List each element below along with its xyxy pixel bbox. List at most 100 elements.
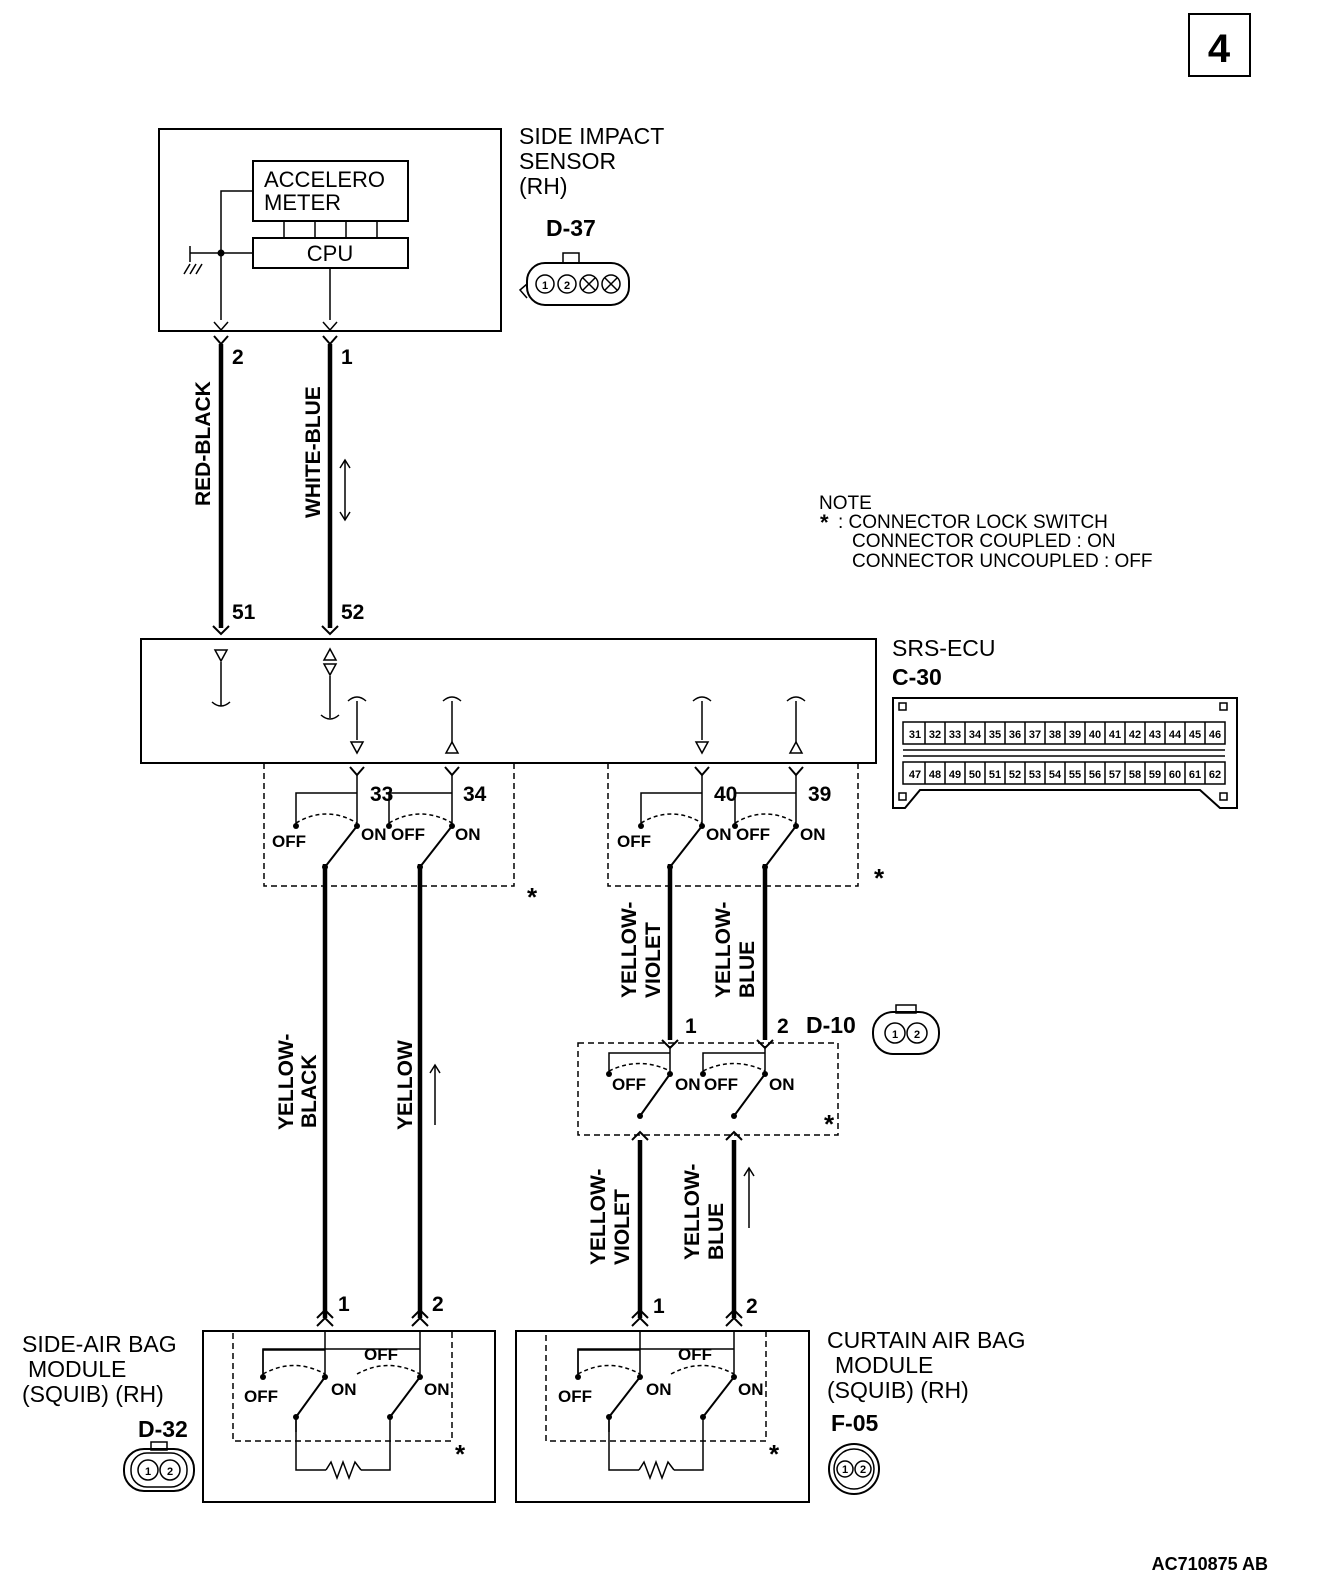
c30-pin-cell: 54 bbox=[1049, 769, 1062, 781]
downstream-wires bbox=[316, 864, 774, 1327]
switch-off-label: OFF bbox=[678, 1345, 712, 1364]
lock-switch-33-34 bbox=[263, 762, 515, 887]
c30-pin-cell: 47 bbox=[909, 769, 921, 781]
sensor-connector-id: D-37 bbox=[546, 215, 596, 241]
c30-pin-cell: 33 bbox=[949, 729, 961, 741]
curtain-module-name-3: (SQUIB) (RH) bbox=[827, 1377, 969, 1403]
switch-on-label: ON bbox=[331, 1380, 357, 1399]
cpu-label: CPU bbox=[307, 241, 353, 266]
f05-pin-2: 2 bbox=[860, 1464, 866, 1476]
d37-pin-1: 1 bbox=[542, 280, 548, 292]
curtain-module-star: * bbox=[769, 1439, 780, 1469]
side-module-name-3: (SQUIB) (RH) bbox=[22, 1381, 164, 1407]
c30-pin-cell: 36 bbox=[1009, 729, 1021, 741]
c30-pin-cell: 39 bbox=[1069, 729, 1081, 741]
d10-pin-1: 1 bbox=[685, 1015, 697, 1038]
c30-pin-cell: 37 bbox=[1029, 729, 1041, 741]
wire-label-yellow-violet-3: YELLOW- bbox=[587, 1169, 610, 1265]
accelerometer-label-2: METER bbox=[264, 190, 341, 215]
sensor-ecu-wires bbox=[212, 335, 339, 636]
lock-switch-star-2: * bbox=[874, 863, 885, 893]
d32-pin-1: 1 bbox=[145, 1466, 151, 1478]
d10-icon-pin-2: 2 bbox=[914, 1029, 920, 1041]
switch-on-label: ON bbox=[361, 825, 387, 844]
switch-off-label: OFF bbox=[704, 1075, 738, 1094]
curtain-module-name-1: CURTAIN AIR BAG bbox=[827, 1327, 1026, 1353]
sensor-name-1: SIDE IMPACT bbox=[519, 123, 664, 149]
note-line-3: CONNECTOR UNCOUPLED : OFF bbox=[852, 551, 1153, 572]
connector-d32-icon bbox=[123, 1441, 195, 1492]
lock-switch-d10 bbox=[577, 1042, 839, 1136]
c30-pin-cell: 46 bbox=[1209, 729, 1221, 741]
side-module-pin-2: 2 bbox=[432, 1293, 444, 1316]
d10-pin-2: 2 bbox=[777, 1015, 789, 1038]
c30-pin-cell: 48 bbox=[929, 769, 941, 781]
sensor-name-2: SENSOR bbox=[519, 148, 616, 174]
connector-d37-icon bbox=[518, 252, 630, 306]
ecu-pin-33: 33 bbox=[370, 783, 393, 806]
switch-off-label: OFF bbox=[244, 1387, 278, 1406]
squib-resistor-side bbox=[295, 1418, 391, 1481]
side-module-shorting-switch bbox=[232, 1330, 453, 1442]
c30-pin-cell: 35 bbox=[989, 729, 1001, 741]
switch-on-label: ON bbox=[424, 1380, 450, 1399]
c30-pin-cell: 38 bbox=[1049, 729, 1061, 741]
wire-label-yellow-blue-1: YELLOW- bbox=[712, 902, 735, 998]
sensor-pin-2: 2 bbox=[232, 346, 244, 369]
lock-switch-40-39 bbox=[607, 762, 859, 887]
d32-pin-2: 2 bbox=[167, 1466, 173, 1478]
curtain-module-name-2: MODULE bbox=[835, 1352, 933, 1378]
figure-id: AC710875 AB bbox=[1152, 1554, 1268, 1574]
wire-label-yellow-blue-4: BLUE bbox=[705, 1203, 728, 1260]
switch-on-label: ON bbox=[738, 1380, 764, 1399]
note-star: * bbox=[820, 510, 829, 535]
sensor-pin-1: 1 bbox=[341, 346, 353, 369]
signal-arrow-icon bbox=[429, 1063, 441, 1125]
side-impact-sensor: ACCELERO METER CPU bbox=[158, 128, 502, 332]
switch-off-label: OFF bbox=[558, 1387, 592, 1406]
srs-ecu-box bbox=[140, 638, 877, 764]
c30-pin-cell: 44 bbox=[1169, 729, 1182, 741]
c30-pin-cell: 60 bbox=[1169, 769, 1181, 781]
c30-pin-cell: 56 bbox=[1089, 769, 1101, 781]
switch-on-label: ON bbox=[646, 1380, 672, 1399]
wire-label-red-black: RED-BLACK bbox=[192, 381, 215, 506]
wire-label-yellow-black-2: BLACK bbox=[298, 1055, 321, 1129]
lock-switch-star-3: * bbox=[824, 1109, 835, 1139]
c30-pin-cell: 52 bbox=[1009, 769, 1021, 781]
ecu-pin-51: 51 bbox=[232, 601, 256, 624]
switch-on-label: ON bbox=[455, 825, 481, 844]
note-line-2: CONNECTOR COUPLED : ON bbox=[852, 531, 1116, 552]
c30-pin-cell: 32 bbox=[929, 729, 941, 741]
ecu-pin-52: 52 bbox=[341, 601, 364, 624]
c30-pin-cell: 34 bbox=[969, 729, 982, 741]
connector-f05-icon bbox=[828, 1443, 880, 1495]
wire-label-yellow-black-1: YELLOW- bbox=[275, 1034, 298, 1130]
note-line-1: : CONNECTOR LOCK SWITCH bbox=[838, 512, 1108, 533]
c30-pin-cell: 51 bbox=[989, 769, 1001, 781]
wire-label-white-blue: WHITE-BLUE bbox=[302, 386, 325, 518]
switch-on-label: ON bbox=[706, 825, 732, 844]
c30-pin-cell: 59 bbox=[1149, 769, 1161, 781]
c30-pin-cell: 55 bbox=[1069, 769, 1081, 781]
c30-pin-cell: 43 bbox=[1149, 729, 1161, 741]
d10-connector-id: D-10 bbox=[806, 1012, 856, 1038]
ecu-pin-34: 34 bbox=[463, 783, 487, 806]
c30-pin-cell: 41 bbox=[1109, 729, 1121, 741]
side-module-name-1: SIDE-AIR BAG bbox=[22, 1331, 177, 1357]
side-module-pin-1: 1 bbox=[338, 1293, 350, 1316]
wire-label-yellow-blue-3: YELLOW- bbox=[681, 1164, 704, 1260]
wire-label-yellow-violet-2: VIOLET bbox=[642, 922, 665, 998]
side-module-name-2: MODULE bbox=[28, 1356, 126, 1382]
wire-label-yellow-violet-4: VIOLET bbox=[611, 1189, 634, 1265]
page-number-box bbox=[1188, 13, 1251, 77]
c30-pin-cell: 50 bbox=[969, 769, 981, 781]
c30-pin-cell: 45 bbox=[1189, 729, 1201, 741]
c30-pin-cell: 49 bbox=[949, 769, 961, 781]
ecu-internal-terminals bbox=[211, 647, 806, 755]
switch-on-label: ON bbox=[675, 1075, 701, 1094]
d37-pin-2: 2 bbox=[564, 280, 570, 292]
c30-pin-cell: 40 bbox=[1089, 729, 1101, 741]
curtain-module-pin-2: 2 bbox=[746, 1295, 758, 1318]
